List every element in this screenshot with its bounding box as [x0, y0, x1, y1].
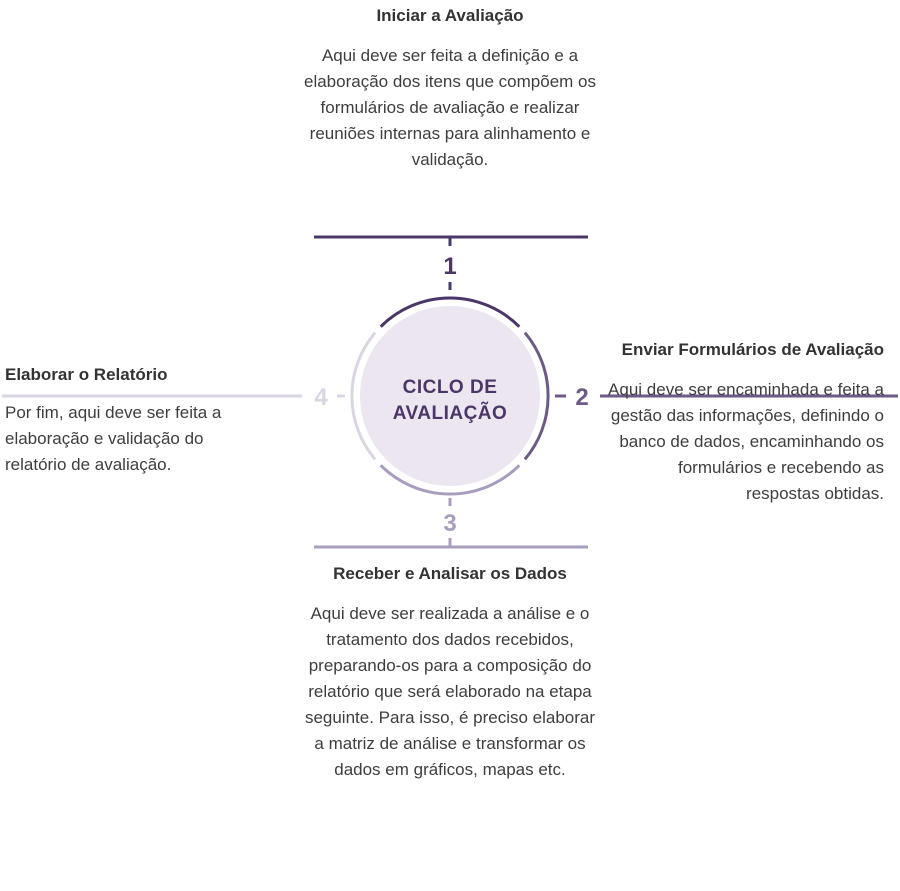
step-3-block: Receber e Analisar os Dados Aqui deve se… — [300, 561, 600, 783]
center-label-line-2: AVALIAÇÃO — [393, 402, 508, 424]
center-label-line-1: CICLO DE — [403, 377, 498, 398]
step-4-title: Elaborar o Relatório — [5, 365, 168, 384]
step-1-title: Iniciar a Avaliação — [376, 6, 524, 25]
step-2-title: Enviar Formulários de Avaliação — [621, 340, 884, 359]
step-2-block: Enviar Formulários de Avaliação Aqui dev… — [600, 337, 884, 507]
step-number-2: 2 — [575, 384, 588, 411]
step-number-3: 3 — [443, 510, 456, 537]
step-1-block: Iniciar a Avaliação Aqui deve ser feita … — [300, 3, 600, 173]
center-circle — [360, 306, 540, 486]
arc-step-2 — [523, 331, 550, 461]
step-1-text: Aqui deve ser feita a definição e a elab… — [303, 46, 596, 169]
step-number-4: 4 — [314, 384, 328, 411]
step-3-title: Receber e Analisar os Dados — [333, 564, 567, 583]
step-4-text: Por fim, aqui deve ser feita a elaboraçã… — [5, 403, 222, 474]
arc-step-1 — [379, 296, 521, 328]
step-4-block: Elaborar o Relatório Por fim, aqui deve … — [5, 362, 265, 478]
step-2-text: Aqui deve ser encaminhada e feita a gest… — [608, 380, 884, 503]
arc-step-3 — [379, 464, 521, 496]
step-3-text: Aqui deve ser realizada a análise e o tr… — [304, 604, 596, 779]
arc-step-4 — [350, 331, 377, 461]
step-number-1: 1 — [443, 253, 456, 280]
